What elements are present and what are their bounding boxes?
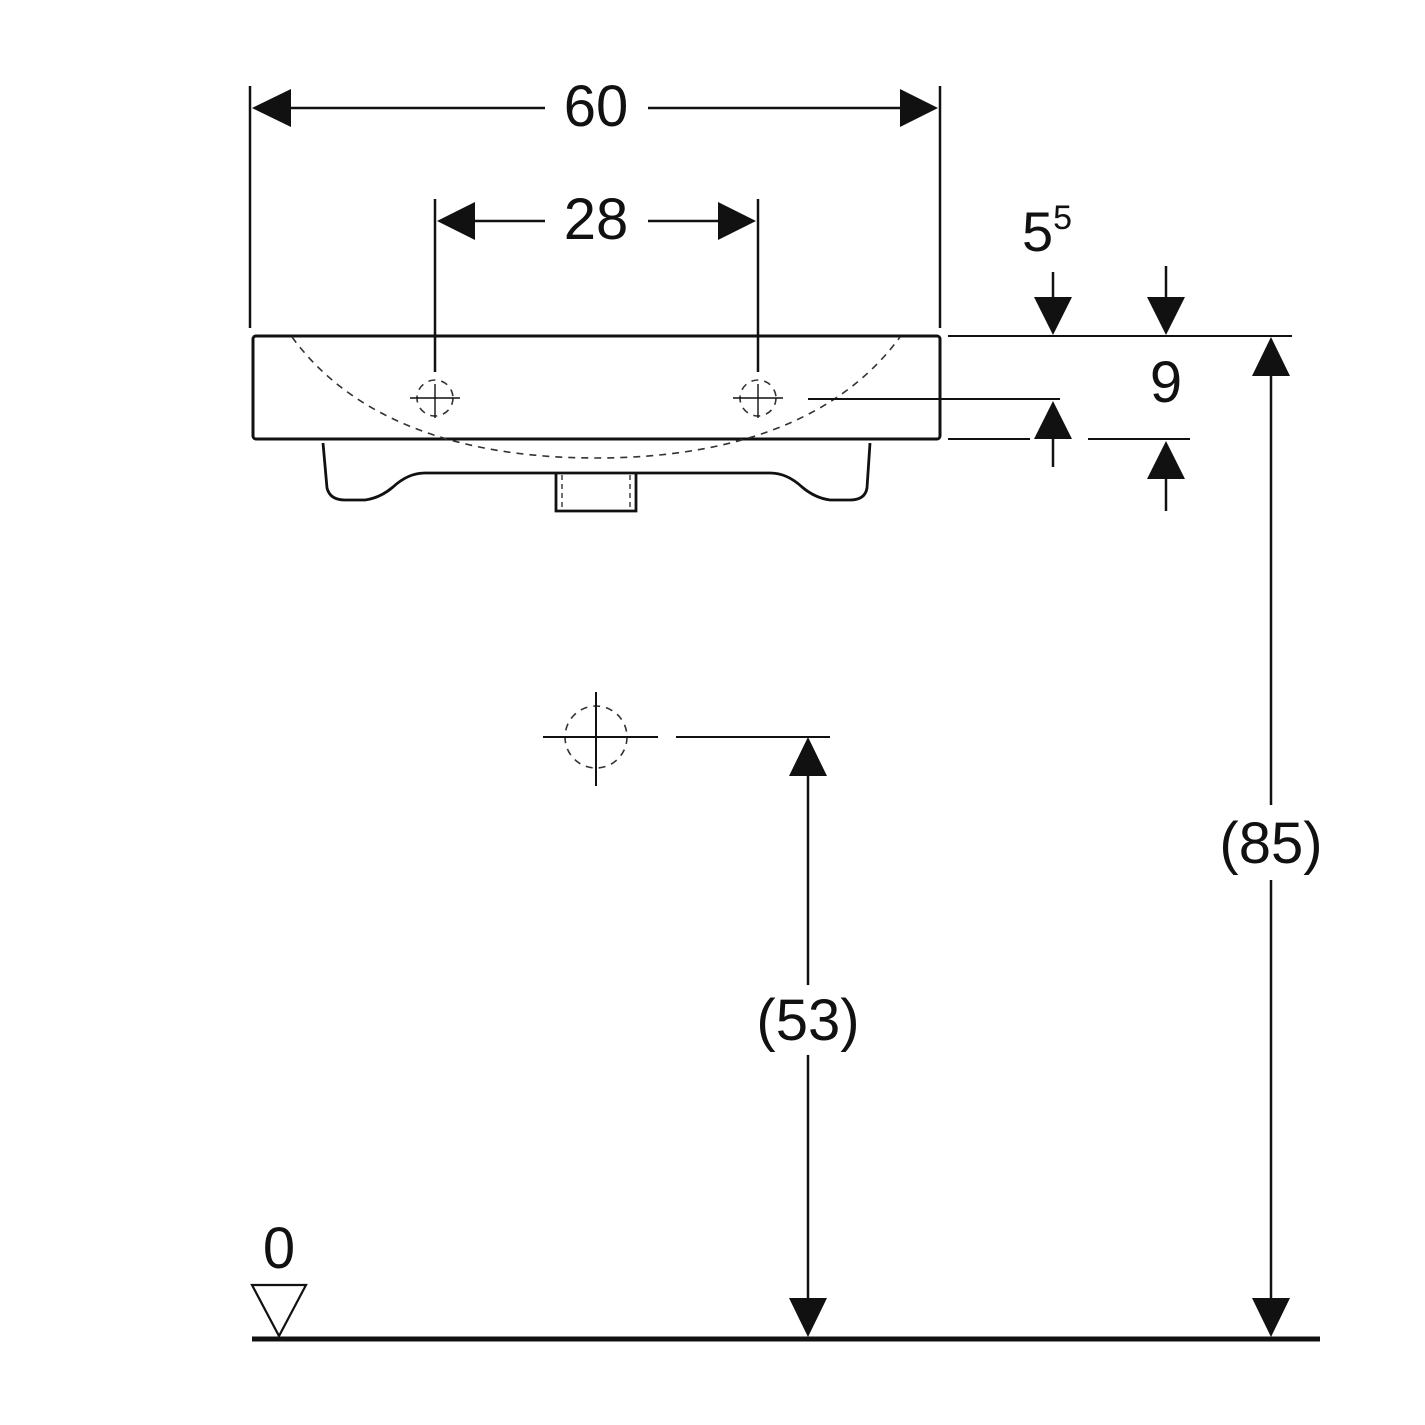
- arrowhead-icon: [437, 202, 475, 240]
- arrowhead-icon: [1252, 1298, 1290, 1337]
- arrowhead-icon: [1252, 337, 1290, 376]
- arrowhead-icon: [1034, 297, 1072, 335]
- rim-height-label: (85): [1219, 811, 1322, 876]
- bowl-hidden-contour: [291, 336, 901, 459]
- tap-hole-left: [410, 379, 460, 418]
- arrowhead-icon: [1147, 441, 1185, 479]
- overall-width-label: 60: [564, 74, 629, 139]
- dimension-overall-width: 60: [248, 74, 942, 328]
- arrowhead-icon: [1147, 297, 1185, 335]
- tap-spacing-label: 28: [564, 187, 629, 252]
- arrowhead-icon: [789, 737, 827, 776]
- waste-outlet-marker: [543, 692, 658, 786]
- level-triangle-icon: [250, 1283, 308, 1339]
- upper-depth-superscript: 5: [1053, 199, 1072, 237]
- washbasin-elevation: [251, 334, 942, 513]
- dimension-rim-thickness: 9: [948, 266, 1190, 511]
- upper-depth-label: 55: [1022, 199, 1072, 263]
- arrowhead-icon: [789, 1298, 827, 1337]
- drain-height-label: (53): [756, 988, 859, 1053]
- upper-depth-base: 5: [1022, 200, 1053, 263]
- arrowhead-icon: [252, 89, 291, 127]
- floor-level: 0: [250, 1216, 1320, 1342]
- underside-support: [321, 442, 872, 502]
- tap-hole-right: [733, 379, 783, 418]
- arrowhead-icon: [718, 202, 756, 240]
- arrowhead-icon: [900, 89, 938, 127]
- dimension-upper-depth: 55: [808, 199, 1292, 467]
- dimension-rim-height: (85): [1219, 337, 1323, 1337]
- rim-thickness-label: 9: [1150, 350, 1182, 415]
- basin-outline: [251, 334, 942, 441]
- drain-outlet: [554, 473, 638, 513]
- dimension-drain-height: (53): [676, 736, 860, 1337]
- dimension-tap-hole-spacing: 28: [433, 187, 760, 372]
- floor-level-label: 0: [263, 1216, 295, 1281]
- arrowhead-icon: [1034, 401, 1072, 439]
